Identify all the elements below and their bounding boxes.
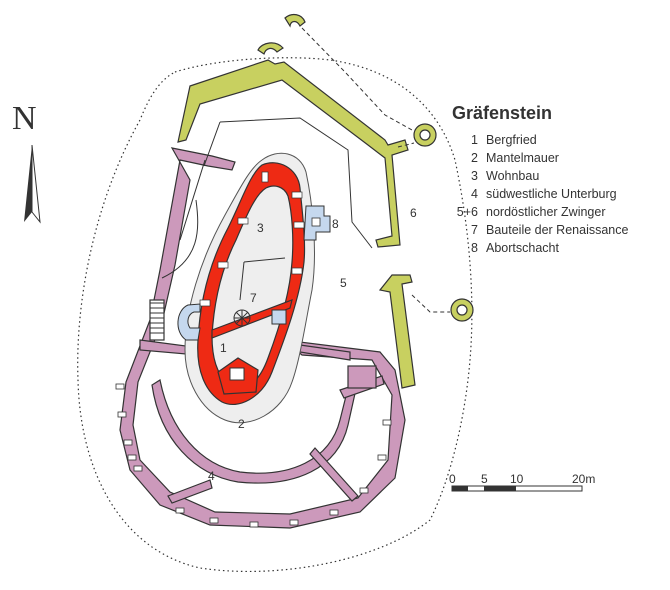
legend-item-number: 5+6 [456,205,478,219]
scale-tick-5: 5 [481,472,488,486]
zwinger-wall [177,13,474,389]
inner-plateau-lines [161,117,373,279]
well-symbol [233,309,251,327]
north-label: N [12,100,37,137]
plan-label-8: 8 [332,217,339,231]
legend-item-number: 4 [471,187,478,201]
plan-label-5: 5 [340,276,347,290]
scale-bar: 0 5 10 20m [449,472,595,492]
zwinger-dashed-walls [301,27,450,313]
legend-item: 8 Abortschacht [450,239,628,257]
legend-item-number: 7 [471,223,478,237]
north-arrow-icon [24,144,41,224]
legend-item-text: nordöstlicher Zwinger [486,205,606,219]
plan-label-3: 3 [257,221,264,235]
legend-item-text: Bauteile der Renaissance [486,223,629,237]
rock-outline [184,152,315,424]
bergfried [217,357,259,395]
plan-label-2: 2 [238,417,245,431]
plan-label-6: 6 [410,206,417,220]
legend-item: 5+6 nordöstlicher Zwinger [450,203,628,221]
castle-windows [199,171,305,307]
scale-tick-10: 10 [510,472,524,486]
scale-tick-20: 20m [572,472,595,486]
plan-label-7: 7 [250,291,257,305]
legend-item-number: 1 [471,133,478,147]
legend-item: 2 Mantelmauer [450,149,628,167]
scale-tick-0: 0 [449,472,456,486]
legend-item-text: Abortschacht [486,241,559,255]
plan-label-4: 4 [208,469,215,483]
stair-hatching [150,302,164,334]
legend-item-text: Wohnbau [486,169,540,183]
legend-item: 3 Wohnbau [450,167,628,185]
courtyard-lines [239,257,286,301]
legend-item-text: Mantelmauer [486,151,559,165]
legend-item: 4 südwestliche Unterburg [450,185,628,203]
plan-number-labels: 1 2 3 4 5 6 7 8 [208,206,417,483]
legend-item-number: 2 [471,151,478,165]
outer-wall [119,147,406,529]
embrasures [115,383,392,528]
outer-boundary-dotted [77,57,473,573]
legend-item: 7 Bauteile der Renaissance [450,221,628,239]
legend: 1 Bergfried 2 Mantelmauer 3 Wohnbau 4 sü… [450,131,629,257]
legend-item: 1 Bergfried [450,131,628,149]
plan-title: Gräfenstein [452,103,553,123]
legend-item-number: 3 [471,169,478,183]
legend-item-number: 8 [471,241,478,255]
plan-label-1: 1 [220,341,227,355]
abortschacht-inner [311,217,321,227]
legend-item-text: südwestliche Unterburg [486,187,617,201]
legend-item-text: Bergfried [486,133,537,147]
